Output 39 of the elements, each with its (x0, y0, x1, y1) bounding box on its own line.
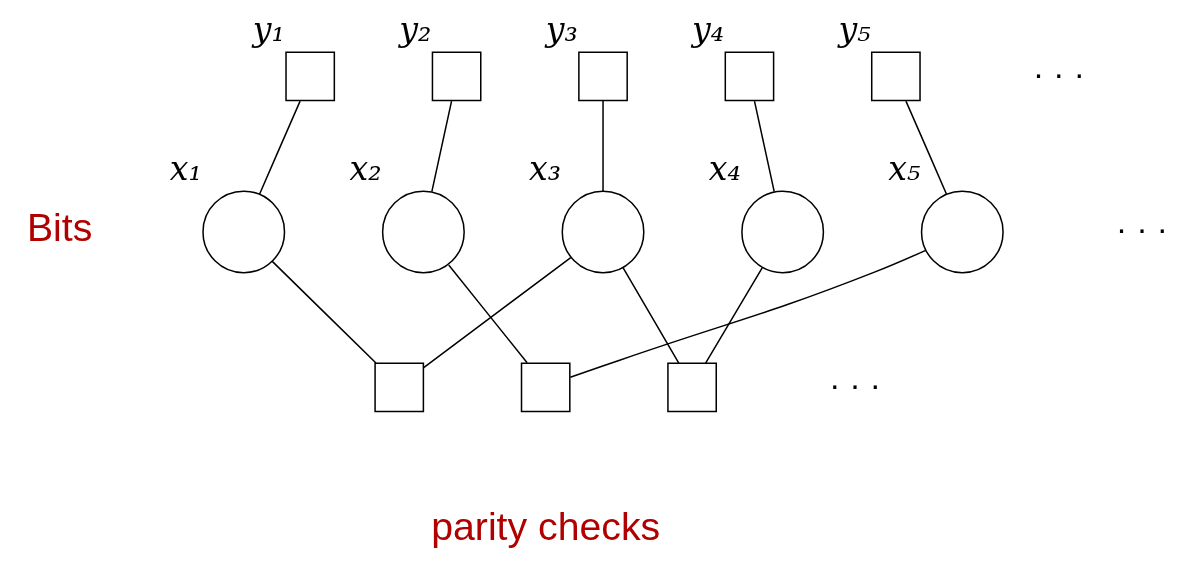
node-circle (741, 189, 825, 273)
node-circle (561, 189, 645, 273)
connector (447, 263, 528, 363)
node-label: x₃ (529, 148, 562, 188)
node-label: x₅ (888, 148, 921, 188)
connector (271, 260, 377, 364)
label: · · · (1033, 54, 1085, 92)
node-box (374, 361, 425, 412)
node-label: x₁ (169, 148, 202, 188)
node-box (578, 51, 628, 101)
node-label: x₂ (349, 148, 382, 188)
node-circle (202, 189, 286, 273)
node-box (870, 51, 921, 101)
label: · · · (1116, 209, 1168, 247)
connector (905, 99, 948, 195)
connector (431, 99, 453, 192)
node-label: y₁ (252, 9, 285, 49)
node-box (667, 361, 717, 412)
connector (622, 266, 680, 364)
connector (704, 266, 764, 364)
label: Bits (26, 204, 93, 249)
node-label: x₄ (708, 148, 741, 188)
node-box (724, 51, 775, 101)
node-label: y₄ (692, 9, 725, 49)
label: parity checks (431, 503, 661, 548)
connector (258, 99, 301, 195)
node-box (285, 51, 336, 101)
connector (602, 99, 604, 192)
label: · · · (829, 365, 881, 403)
connector (569, 249, 927, 378)
node-label: y₂ (399, 9, 432, 49)
node-label: y₅ (838, 9, 871, 49)
node-circle (381, 189, 465, 273)
node-box (520, 361, 571, 412)
node-box (431, 51, 482, 101)
node-circle (920, 189, 1004, 273)
node-label: y₃ (545, 9, 578, 49)
connector (753, 99, 775, 192)
connector (422, 256, 572, 368)
